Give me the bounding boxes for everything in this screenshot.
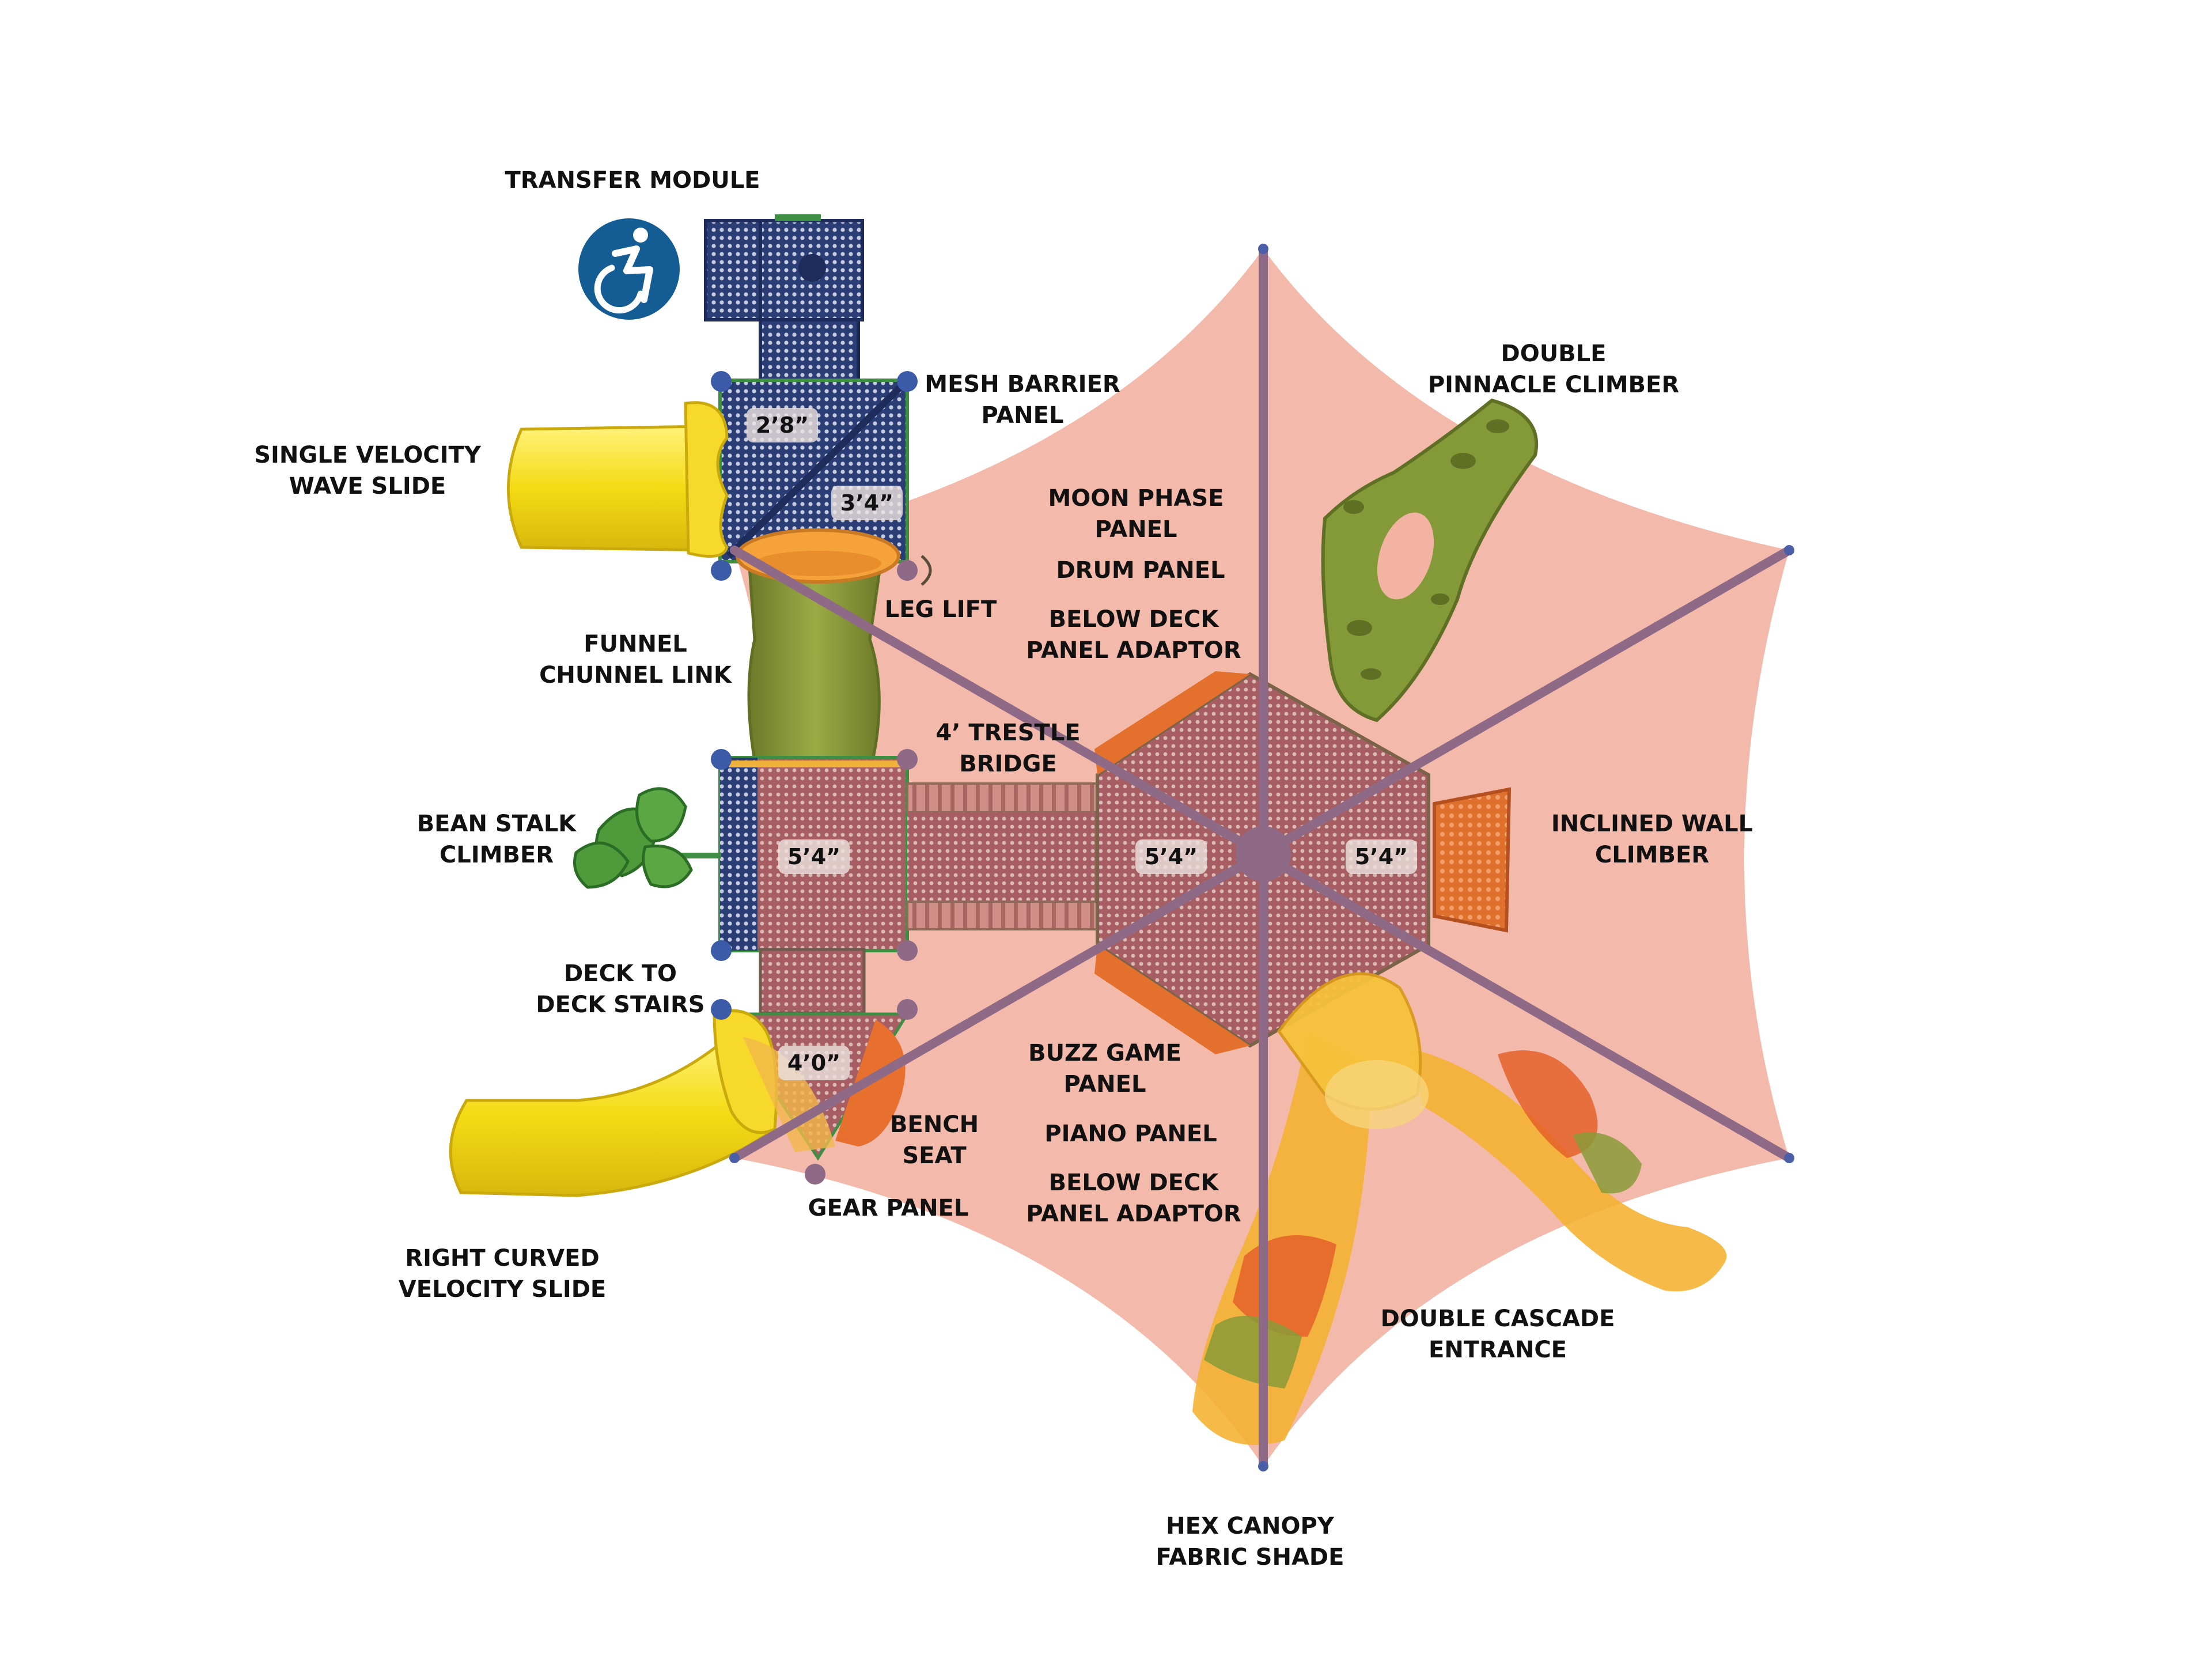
dimension-hex-left: 5’4” (1135, 839, 1207, 874)
dimension-lower-deck: 4’0” (778, 1046, 850, 1080)
canopy-pole-tips (729, 244, 1794, 1471)
wheelchair-accessibility-icon (578, 218, 680, 320)
label-leg-lift: LEG LIFT (884, 596, 997, 623)
transfer-module (704, 214, 864, 382)
label-drum-panel: DRUM PANEL (1056, 557, 1225, 584)
single-velocity-wave-slide (507, 401, 729, 558)
right-curved-velocity-slide (449, 1009, 835, 1197)
trestle-bridge (906, 782, 1099, 930)
leg-lift (921, 555, 932, 586)
label-gear-panel: GEAR PANEL (808, 1195, 969, 1221)
label-transfer-module: TRANSFER MODULE (505, 167, 760, 194)
canopy-center-hub (1236, 826, 1291, 881)
bean-stalk-climber (573, 787, 721, 889)
dimension-upper-deck: 2’8” (747, 408, 818, 442)
inclined-wall-climber (1433, 787, 1512, 933)
double-pinnacle-climber (1321, 398, 1539, 722)
deck-to-deck-stairs (759, 948, 866, 1015)
label-piano-panel: PIANO PANEL (1044, 1121, 1217, 1147)
double-cascade-entrance (1192, 972, 1727, 1446)
post-caps (711, 371, 918, 1185)
dimension-hex-right: 5’4” (1346, 839, 1417, 874)
dimension-upper-deck-lower: 3’4” (831, 486, 903, 520)
dimension-middle-left-deck: 5’4” (778, 839, 850, 874)
